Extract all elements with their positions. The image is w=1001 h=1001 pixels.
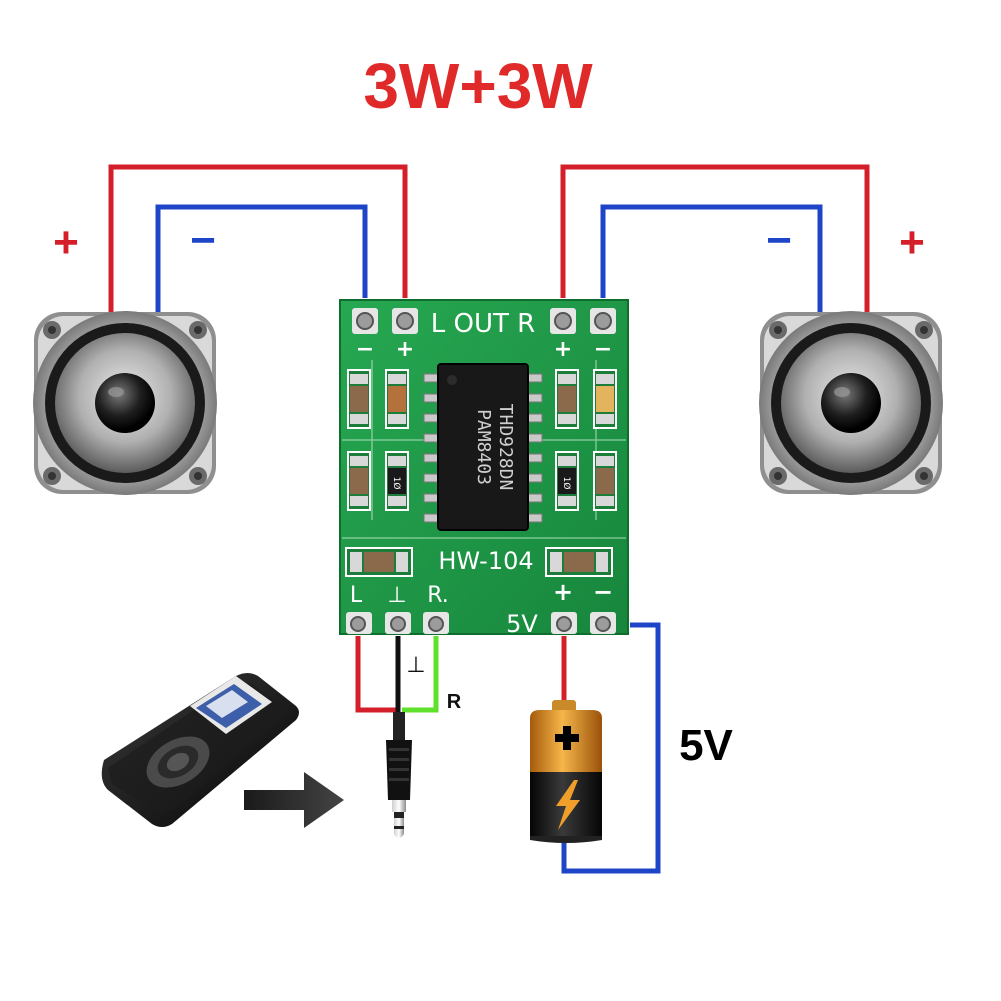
pad-power-minus (595, 616, 611, 632)
board-input-left-label: L (350, 583, 363, 608)
pad-in-right (428, 616, 444, 632)
audio-jack-plug (386, 712, 412, 838)
battery-plus-icon (555, 726, 579, 750)
resistor-mark-right: 1Ø (561, 477, 572, 490)
pad-power-plus (556, 616, 572, 632)
board-power-minus-label: − (593, 578, 613, 606)
pad-in-left (350, 616, 366, 632)
wire-right-speaker-positive (560, 164, 870, 318)
wire-left-speaker-negative (155, 204, 368, 318)
board-out-right-minus-mark: − (594, 337, 612, 362)
lightning-icon (556, 780, 580, 830)
right-channel-label: R (447, 691, 462, 713)
board-out-right-plus-mark: + (554, 337, 572, 362)
left-speaker (33, 311, 217, 495)
chip-label-line1: PAM8403 (473, 409, 494, 485)
pam8403-chip (423, 363, 543, 531)
board-out-left-minus-mark: − (356, 337, 374, 362)
wires (108, 164, 870, 874)
right-speaker (759, 311, 943, 495)
resistor-mark-left: 1Ø (391, 477, 402, 490)
smd-components-right (555, 369, 617, 511)
supply-voltage-label: 5V (679, 721, 733, 770)
smd-components-left (347, 369, 409, 511)
pad-out-right-plus (554, 312, 572, 330)
output-pads (352, 308, 616, 334)
arrow-icon (244, 772, 344, 828)
ground-symbol-label: ⊥ (406, 652, 425, 677)
chip-label-line2: THD928DN (495, 404, 516, 491)
left-speaker-plus-sign: + (53, 218, 79, 267)
right-speaker-minus-sign: − (766, 216, 792, 265)
lower-components (345, 547, 613, 577)
board-out-label: L OUT R (431, 309, 535, 339)
input-pads (346, 612, 616, 634)
wire-audio-right (402, 628, 439, 713)
wire-left-speaker-positive (108, 164, 408, 318)
pad-in-ground (390, 616, 406, 632)
pad-out-right-minus (594, 312, 612, 330)
diagram-title: 3W+3W (363, 50, 593, 122)
board-input-ground-label: ⊥ (387, 583, 406, 608)
wire-power-negative (561, 622, 661, 874)
board-model-label: HW-104 (438, 547, 533, 575)
board-power-plus-label: + (553, 578, 573, 606)
board-power-voltage-label: 5V (506, 610, 538, 638)
wire-audio-left (355, 628, 400, 713)
wire-right-speaker-negative (600, 204, 823, 318)
mp3-player (101, 673, 299, 827)
battery (530, 700, 602, 843)
board-out-left-plus-mark: + (396, 337, 414, 362)
right-speaker-plus-sign: + (899, 218, 925, 267)
pad-out-left-plus (396, 312, 414, 330)
board-input-right-label: R. (427, 583, 449, 608)
pad-out-left-minus (356, 312, 374, 330)
amplifier-board: L OUT R − + + − 1Ø (336, 298, 630, 638)
left-speaker-minus-sign: − (190, 216, 216, 265)
